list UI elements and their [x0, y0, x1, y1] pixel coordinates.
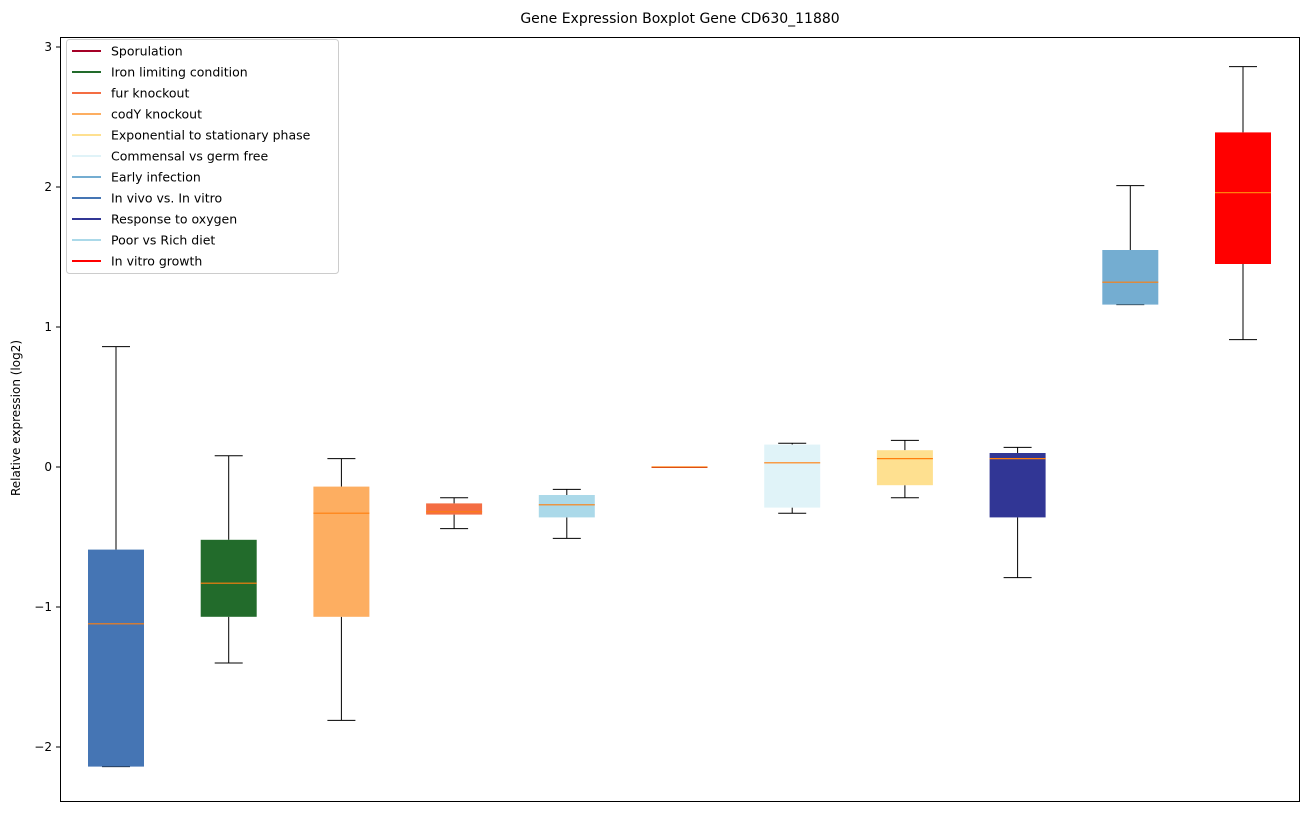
box-response-to-oxygen: [989, 446, 1046, 579]
y-tick-label: −1: [34, 600, 52, 614]
y-tick-label: 0: [44, 460, 52, 474]
legend-label: Iron limiting condition: [111, 65, 248, 80]
box-iqr: [989, 453, 1046, 518]
box-poor-vs-rich-diet: [538, 488, 595, 539]
box-iqr: [88, 549, 144, 767]
box-in-vivo-vs-in-vitro: [88, 346, 144, 768]
legend-label: codY knockout: [111, 107, 202, 122]
box-iqr: [1215, 132, 1271, 264]
legend-label: In vitro growth: [111, 254, 202, 269]
legend-label: In vivo vs. In vitro: [111, 191, 222, 206]
legend-label: Early infection: [111, 170, 201, 185]
box-iqr: [200, 539, 257, 617]
legend-frame: [66, 39, 339, 274]
y-tick-label: −2: [34, 740, 52, 754]
y-tick-label: 3: [44, 40, 52, 54]
box-cody-knockout: [313, 458, 370, 721]
box-iqr: [876, 450, 933, 486]
box-iqr: [1102, 250, 1159, 305]
box-sporulation: [651, 466, 708, 468]
box-exponential-to-stationary-phase: [876, 439, 933, 499]
box-iqr: [426, 503, 483, 515]
legend-label: Commensal vs germ free: [111, 149, 268, 164]
box-iqr: [313, 486, 370, 617]
plot-frame: [60, 37, 1300, 802]
box-early-infection: [1102, 185, 1159, 306]
legend-label: Sporulation: [111, 44, 183, 59]
y-tick-label: 2: [44, 180, 52, 194]
y-axis-label: Relative expression (log2): [9, 340, 23, 496]
legend-label: Poor vs Rich diet: [111, 233, 215, 248]
box-fur-knockout: [426, 497, 483, 530]
chart-title: Gene Expression Boxplot Gene CD630_11880: [520, 11, 839, 27]
legend-label: Response to oxygen: [111, 212, 237, 227]
box-iqr: [764, 444, 821, 508]
box-iron-limiting-condition: [200, 455, 257, 664]
box-commensal-vs-germ-free: [764, 442, 821, 514]
legend-label: fur knockout: [111, 86, 189, 101]
box-iqr: [538, 495, 595, 518]
legend-label: Exponential to stationary phase: [111, 128, 311, 143]
box-in-vitro-growth: [1215, 66, 1271, 341]
y-tick-label: 1: [44, 320, 52, 334]
